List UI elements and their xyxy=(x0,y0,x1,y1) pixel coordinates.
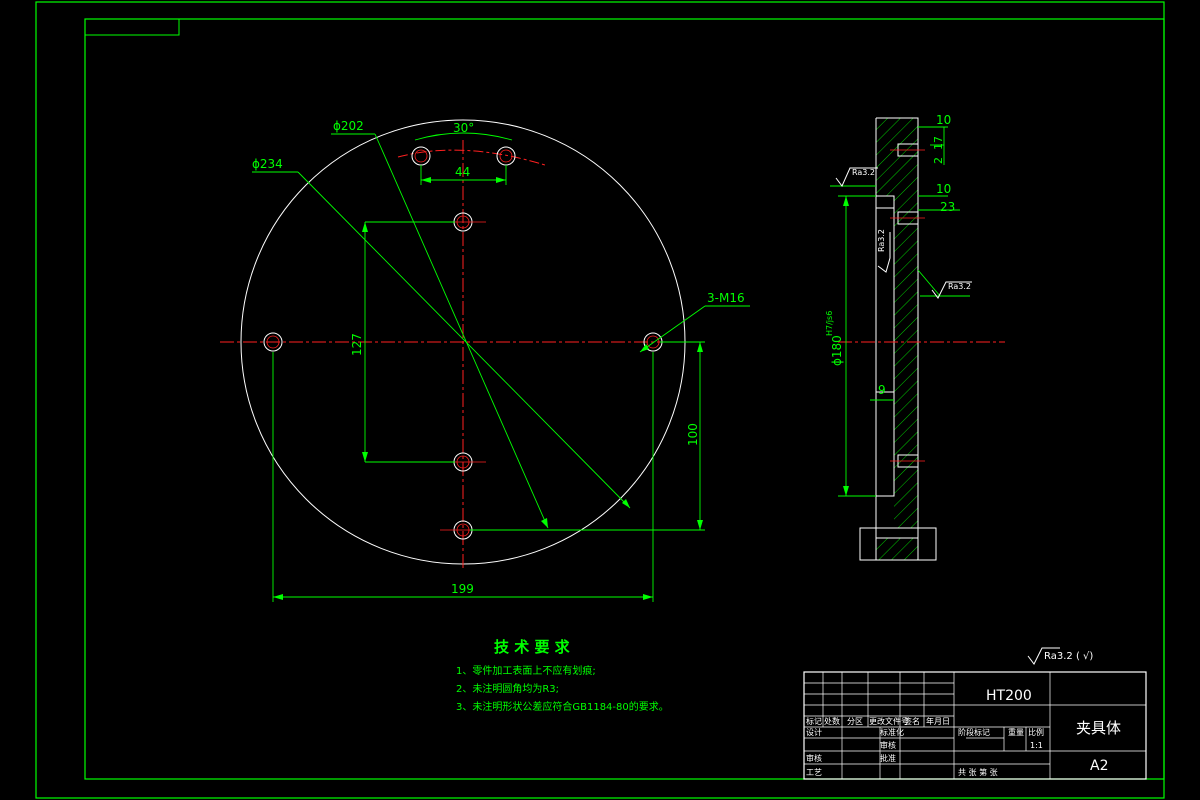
dim-w44: 44 xyxy=(455,165,470,179)
dim-angle30: 30° xyxy=(453,121,474,135)
roughness-symbol-3: Ra3.2 xyxy=(931,281,972,299)
tb-weight: 重量 xyxy=(1008,727,1024,737)
tb-stage: 阶段标记 xyxy=(958,727,990,737)
tech-requirements: 技 术 要 求 1、零件加工表面上不应有划痕; 2、未注明圆角均为R3; 3、未… xyxy=(456,638,669,713)
dim-s23: 23 xyxy=(940,200,955,214)
body-hatch-top xyxy=(876,118,918,196)
tb-review: 审核 xyxy=(880,740,896,750)
tech-line-3: 3、未注明形状公差应符合GB1184-80的要求。 xyxy=(456,700,669,713)
dim-s10b: 10 xyxy=(936,182,951,196)
tech-line-1: 1、零件加工表面上不应有划痕; xyxy=(456,664,596,677)
side-view: 10 17 2 10 23 ϕ180 H7/js6 9 Ra3.2 Ra3.2 … xyxy=(825,113,1005,561)
roughness-symbol-1: Ra3.2 xyxy=(835,167,878,187)
dim-s2: 2 xyxy=(932,157,945,164)
hole-top-right xyxy=(496,146,516,166)
general-roughness: Ra3.2 ( √) xyxy=(1027,647,1093,665)
hole-top-left xyxy=(411,146,431,166)
dim-s10a: 10 xyxy=(936,113,951,127)
tb-standard: 标准化 xyxy=(880,727,904,737)
thread-hole-mid xyxy=(890,211,925,225)
svg-text:Ra3.2: Ra3.2 xyxy=(852,168,875,177)
arrowheads xyxy=(273,177,703,600)
dim-tol: H7/js6 xyxy=(825,311,834,336)
flange xyxy=(859,527,937,561)
tb-h-zone: 分区 xyxy=(847,717,863,726)
dim-s9: 9 xyxy=(878,383,886,397)
inner-border xyxy=(84,18,1165,780)
svg-text:Ra3.2: Ra3.2 xyxy=(877,229,886,252)
tb-h-change: 更改文件号 xyxy=(869,716,909,726)
dim-h100: 100 xyxy=(686,423,700,446)
dim-s17: 17 xyxy=(932,136,945,150)
tb-h-count: 处数 xyxy=(824,716,840,726)
tb-size: A2 xyxy=(1090,758,1108,774)
tb-material: HT200 xyxy=(986,688,1032,704)
dim-m16: 3-M16 xyxy=(707,291,745,305)
dim-d180: ϕ180 xyxy=(830,335,844,366)
body-hatch-bottom xyxy=(876,538,918,560)
dim-h127: 127 xyxy=(350,333,364,356)
dimension-lines xyxy=(252,132,750,602)
tb-h-sign: 签名 xyxy=(904,716,920,726)
svg-text:Ra3.2 ( √): Ra3.2 ( √) xyxy=(1044,651,1093,662)
outer-border xyxy=(35,1,1165,799)
tb-sheets: 共 张 第 张 xyxy=(958,767,998,777)
dim-d202: ϕ202 xyxy=(333,119,364,133)
roughness-symbol-2: Ra3.2 xyxy=(877,229,891,273)
title-block: HT200 夹具体 A2 标记 处数 分区 更改文件号 签名 年月日 设计 标准… xyxy=(803,671,1147,780)
tb-scale-val: 1:1 xyxy=(1030,741,1043,750)
corner-box xyxy=(84,18,180,36)
tb-scale: 比例 xyxy=(1028,727,1044,737)
tb-part-name: 夹具体 xyxy=(1076,719,1121,737)
thread-hole-top xyxy=(890,143,925,157)
front-view: ϕ202 ϕ234 30° 44 127 100 199 3-M16 xyxy=(220,119,750,602)
tb-h-mark: 标记 xyxy=(806,716,822,726)
dim-d234: ϕ234 xyxy=(252,157,283,171)
body-hatch-mid xyxy=(894,196,918,528)
arc-centerline xyxy=(397,149,546,166)
thread-hole-low xyxy=(890,454,925,468)
tb-process: 工艺 xyxy=(806,768,822,777)
tech-heading: 技 术 要 求 xyxy=(494,638,571,656)
svg-text:Ra3.2: Ra3.2 xyxy=(948,282,971,291)
tb-check: 审核 xyxy=(806,753,822,763)
hole-left xyxy=(263,332,283,352)
dim-w199: 199 xyxy=(451,582,474,596)
tb-designer: 设计 xyxy=(806,727,822,737)
tb-h-date: 年月日 xyxy=(926,716,950,726)
tb-approve: 批准 xyxy=(880,753,896,763)
tech-line-2: 2、未注明圆角均为R3; xyxy=(456,682,559,695)
